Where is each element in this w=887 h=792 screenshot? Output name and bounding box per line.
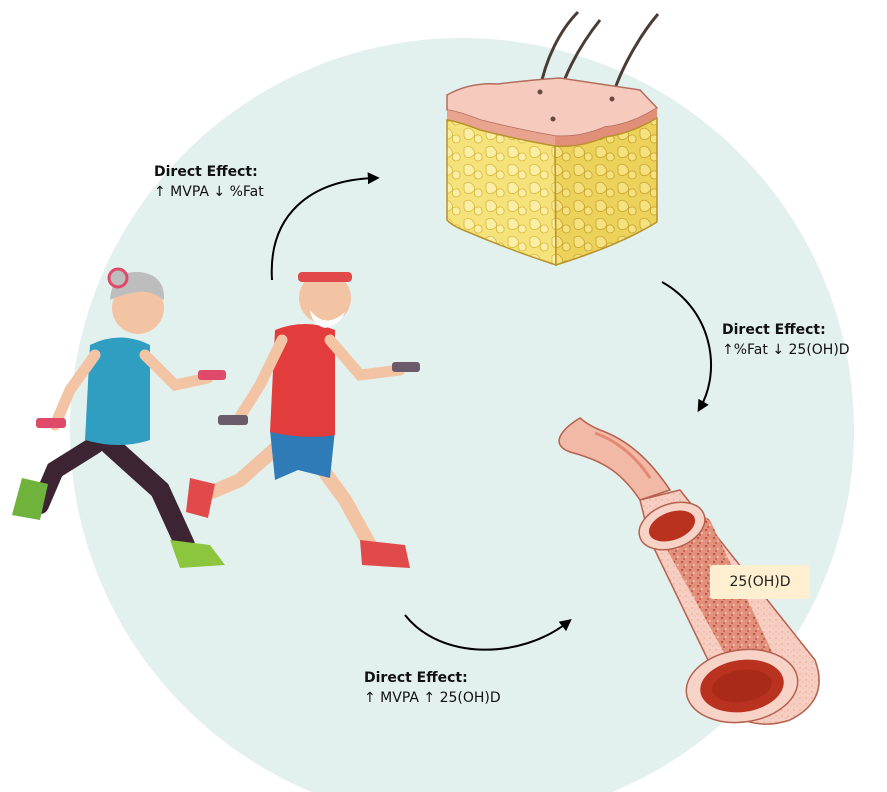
label-exercise-to-fat-text: ↑ MVPA ↓ %Fat <box>154 182 264 202</box>
label-fat-to-vitd-title: Direct Effect: <box>722 320 850 340</box>
label-fat-to-vitd-text: ↑%Fat ↓ 25(OH)D <box>722 340 850 360</box>
label-exercise-to-fat: Direct Effect: ↑ MVPA ↓ %Fat <box>154 162 264 202</box>
label-exercise-to-vitd-title: Direct Effect: <box>364 668 501 688</box>
label-exercise-to-vitd: Direct Effect: ↑ MVPA ↑ 25(OH)D <box>364 668 501 708</box>
label-fat-to-vitd: Direct Effect: ↑%Fat ↓ 25(OH)D <box>722 320 850 360</box>
label-exercise-to-fat-title: Direct Effect: <box>154 162 264 182</box>
vessel-label: 25(OH)D <box>710 565 810 599</box>
label-exercise-to-vitd-text: ↑ MVPA ↑ 25(OH)D <box>364 688 501 708</box>
